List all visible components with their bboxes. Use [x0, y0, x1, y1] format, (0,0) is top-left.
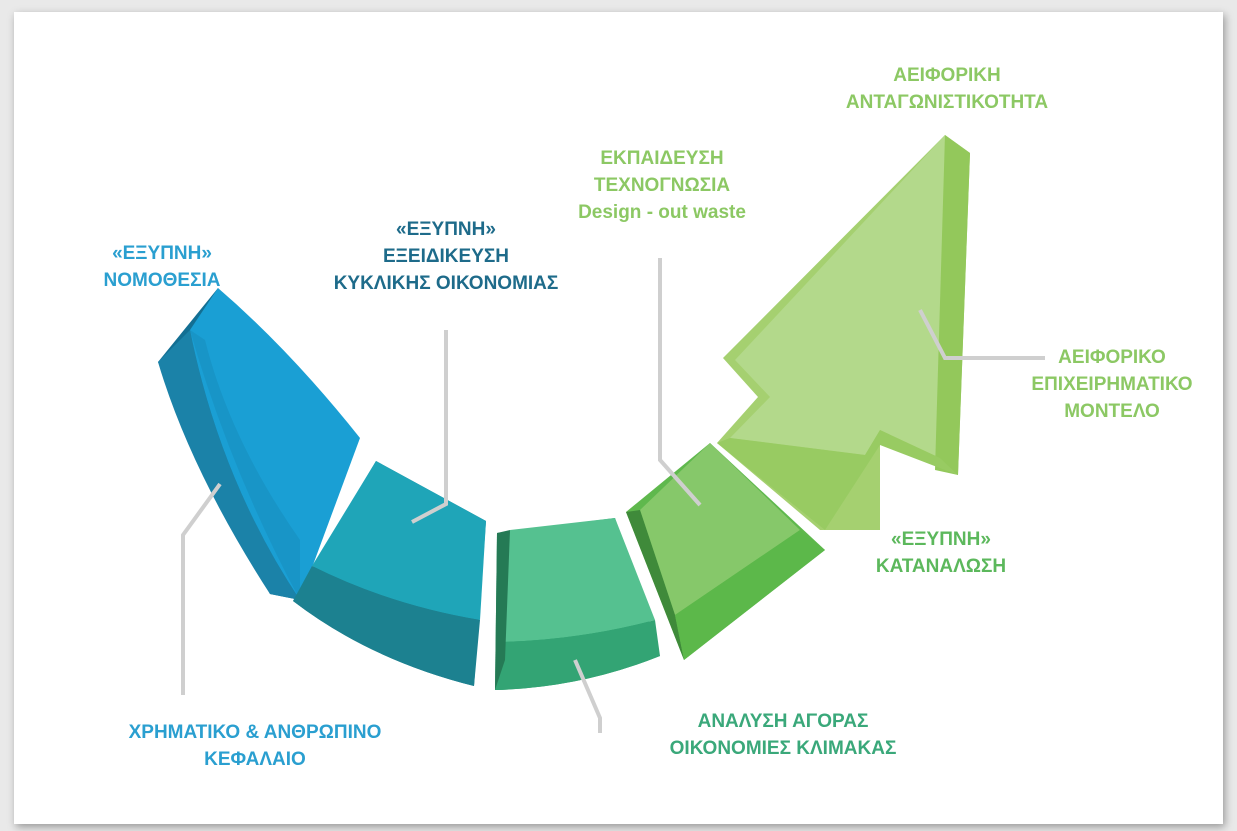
label-education: ΕΚΠΑΙΔΕΥΣΗ ΤΕΧΝΟΓΝΩΣΙΑ Design - out wast… — [578, 148, 746, 223]
connector-business-model — [918, 309, 1045, 360]
label-smart-specialization: «ΕΞΥΠΝΗ» ΕΞΕΙΔΙΚΕΥΣΗ ΚΥΚΛΙΚΗΣ ΟΙΚΟΝΟΜΙΑΣ — [333, 219, 559, 294]
connector-market — [573, 659, 602, 733]
label-capital: ΧΡΗΜΑΤΙΚΟ & ΑΝΘΡΩΠΙΝΟ ΚΕΦΑΛΑΙΟ — [128, 722, 382, 770]
label-sustainable-competitiveness: ΑΕΙΦΟΡΙΚΗ ΑΝΤΑΓΩΝΙΣΤΙΚΟΤΗΤΑ — [845, 65, 1049, 113]
connector-specialization — [411, 330, 448, 524]
connector-capital — [181, 482, 222, 695]
label-smart-consumption: «ΕΞΥΠΝΗ» ΚΑΤΑΝΑΛΩΣΗ — [875, 529, 1007, 577]
segment-education — [626, 443, 825, 660]
label-smart-legislation: «ΕΞΥΠΝΗ» ΝΟΜΟΘΕΣΙΑ — [103, 243, 221, 291]
segment-market — [495, 518, 660, 690]
connector-lines — [181, 258, 1045, 733]
connector-education — [658, 258, 702, 507]
segment-arrow — [717, 135, 970, 530]
label-sustainable-business-model: ΑΕΙΦΟΡΙΚΟ ΕΠΙΧΕΙΡΗΜΑΤΙΚΟ ΜΟΝΤΕΛΟ — [1031, 347, 1193, 422]
segment-specialization — [293, 461, 486, 686]
label-market-analysis: ΑΝΑΛΥΣΗ ΑΓΟΡΑΣ ΟΙΚΟΝΟΜΙΕΣ ΚΛΙΜΑΚΑΣ — [669, 711, 897, 759]
segment-legislation — [158, 288, 360, 600]
